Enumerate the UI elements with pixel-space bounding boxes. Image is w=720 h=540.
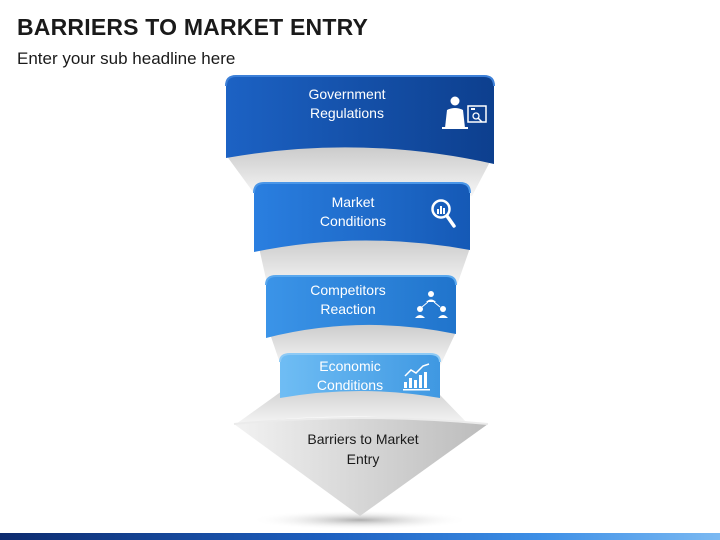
band-label-line2: Conditions xyxy=(319,213,387,229)
band-label-competitors-reaction: Competitors Reaction xyxy=(278,281,418,319)
result-arrow xyxy=(233,417,489,530)
band-label-line2: Conditions xyxy=(316,377,384,393)
people-network-icon xyxy=(415,291,448,318)
businessman-presentation-icon xyxy=(442,96,487,129)
result-label-line2: Entry xyxy=(346,451,380,467)
band-government-regulations xyxy=(225,75,495,164)
result-label-line1: Barriers to Market xyxy=(307,431,419,447)
band-label-government-regulations: Government Regulations xyxy=(267,85,427,123)
band-label-line2: Regulations xyxy=(310,105,384,121)
footer-bar xyxy=(0,533,720,540)
band-label-economic-conditions: Economic Conditions xyxy=(290,357,410,395)
band-market-conditions xyxy=(253,182,471,252)
band-competitors-reaction xyxy=(265,275,457,338)
band-label-line1: Government xyxy=(308,86,386,102)
slide-title: BARRIERS TO MARKET ENTRY xyxy=(17,14,369,40)
magnifier-chart-icon xyxy=(431,199,456,228)
band-label-line1: Competitors xyxy=(310,282,386,298)
slide-subtitle: Enter your sub headline here xyxy=(17,49,236,68)
band-label-market-conditions: Market Conditions xyxy=(283,193,423,231)
result-label: Barriers to Market Entry xyxy=(263,429,463,469)
growth-chart-icon xyxy=(403,363,430,391)
band-label-line2: Reaction xyxy=(320,301,376,317)
band-economic-conditions xyxy=(279,353,441,398)
band-label-line1: Market xyxy=(331,194,375,210)
band-label-line1: Economic xyxy=(319,358,381,374)
